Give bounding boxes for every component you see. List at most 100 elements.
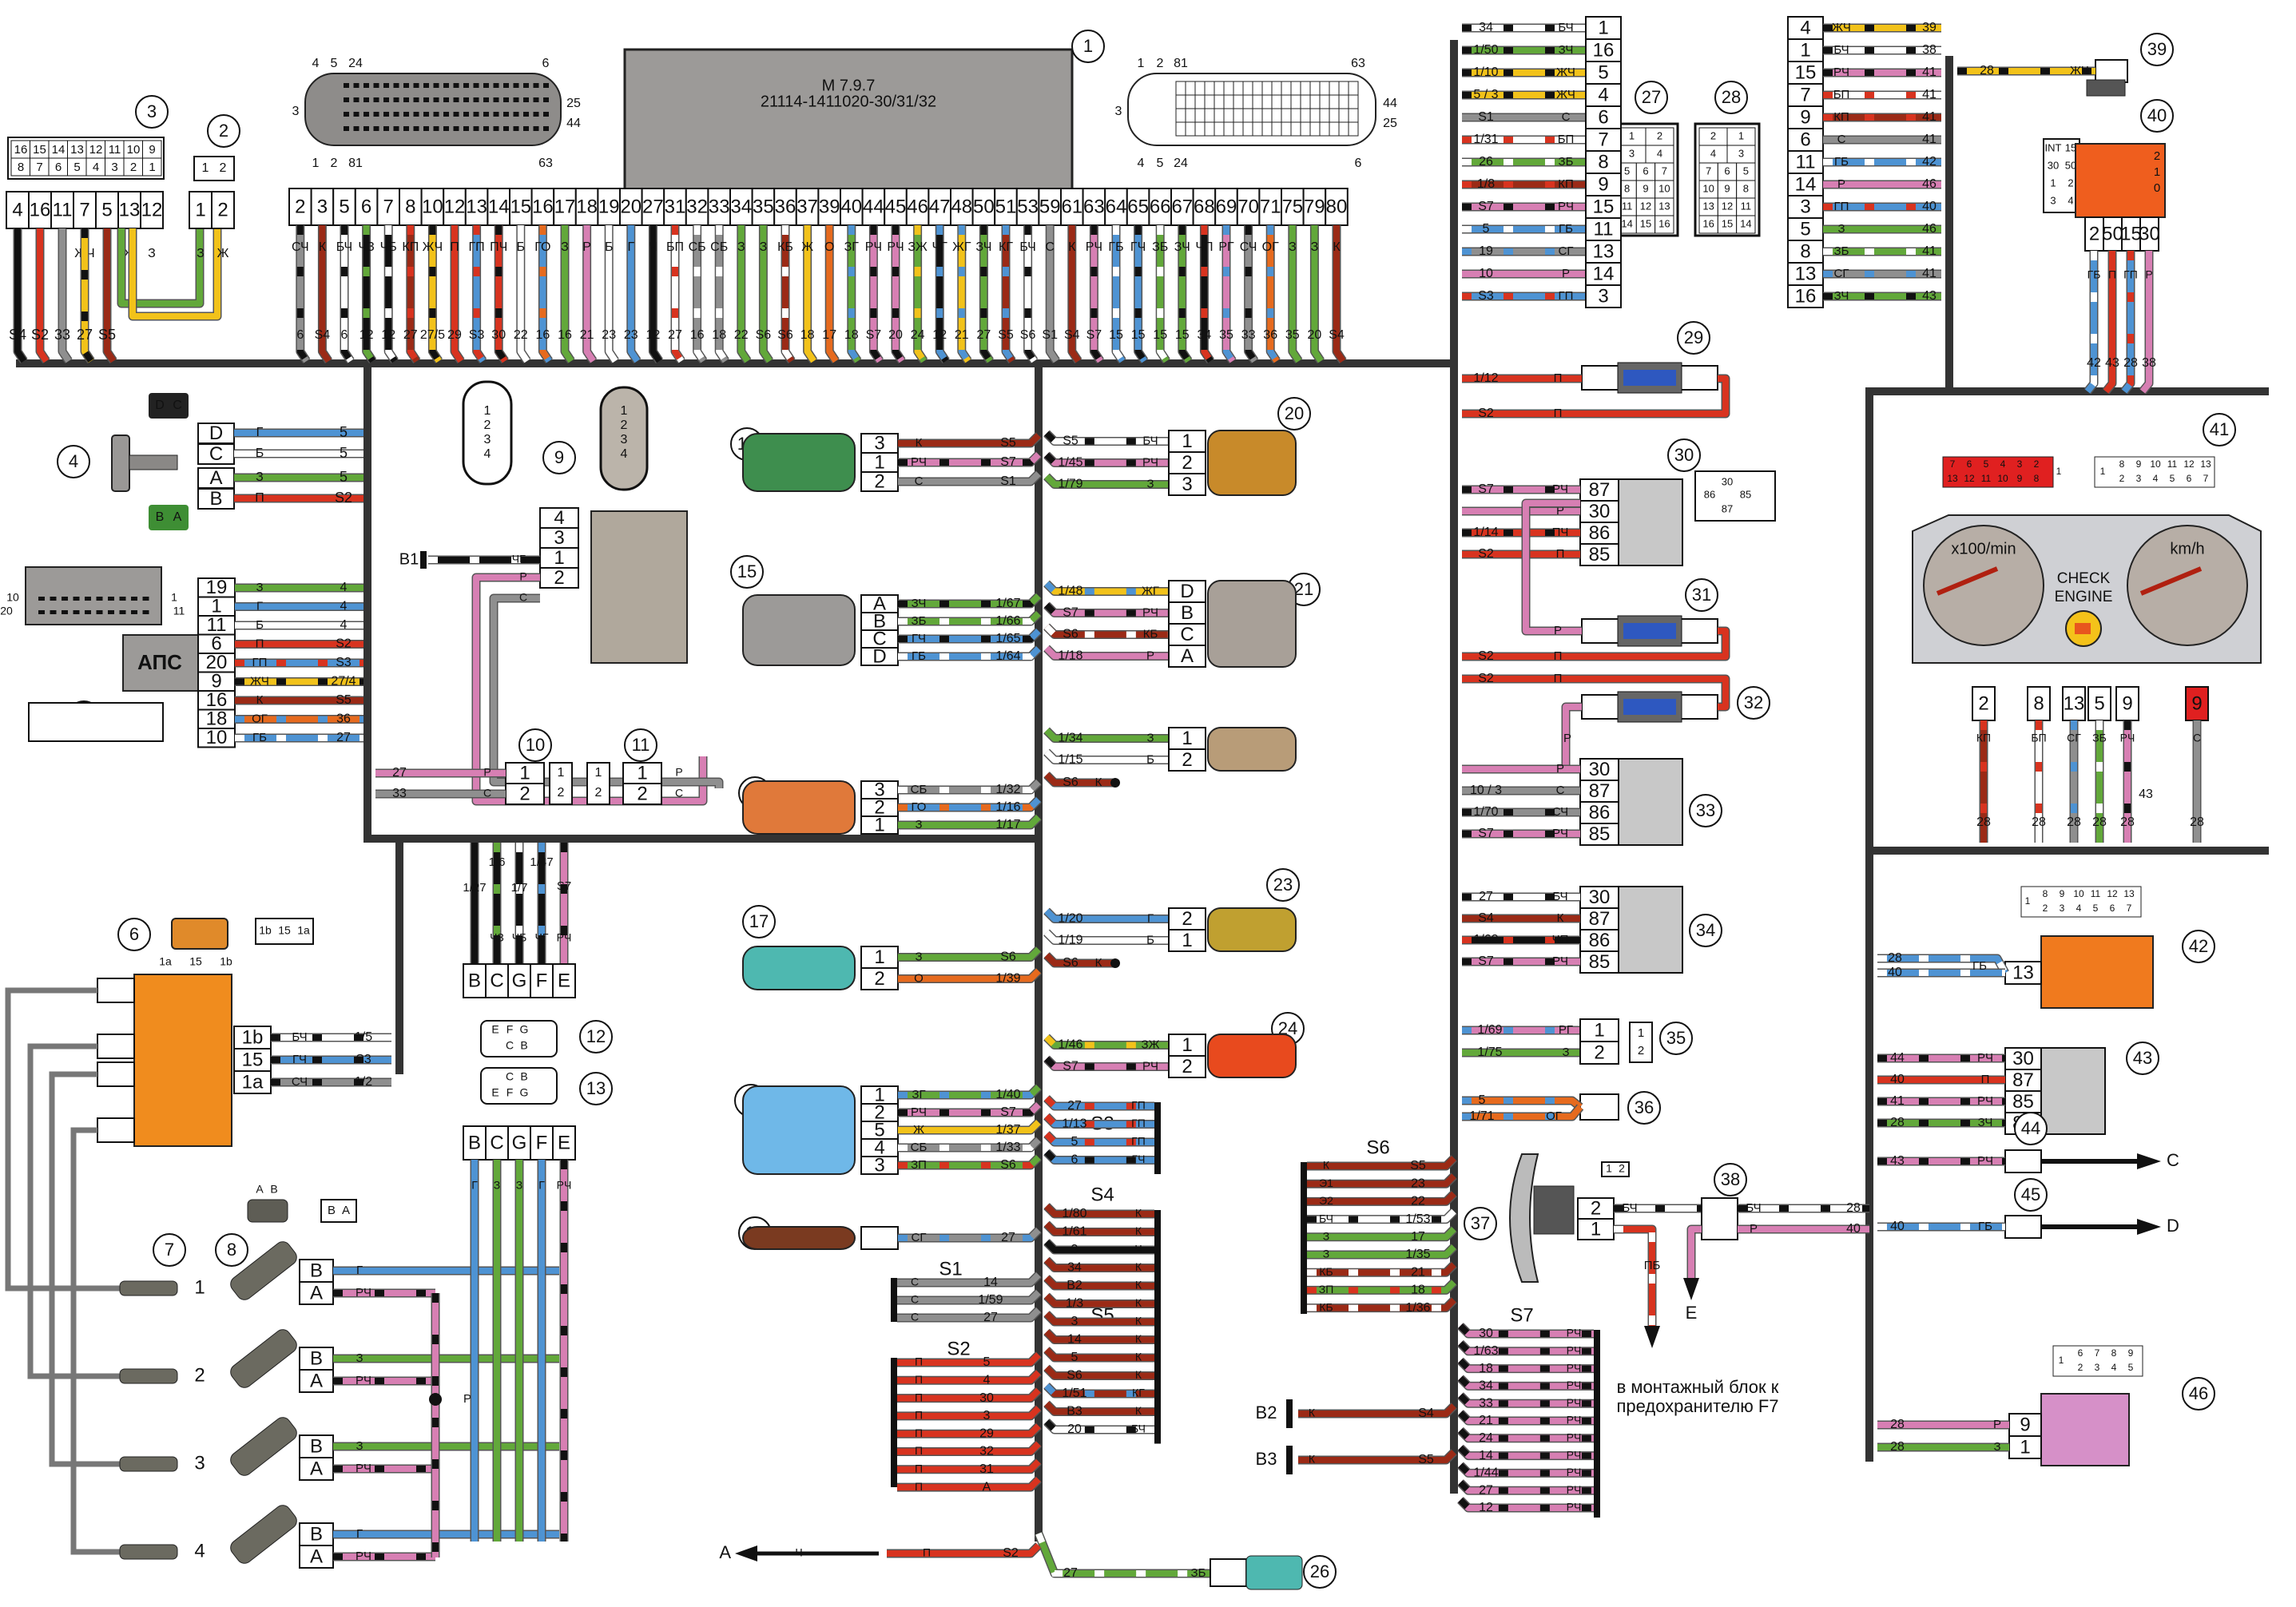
wire-stripe xyxy=(1044,1034,1169,1049)
pin-number: 1 xyxy=(2020,1436,2030,1458)
connector-pin-dot xyxy=(108,610,114,614)
wire-destination-label: 15 xyxy=(1131,328,1146,342)
wire-color-label: З xyxy=(148,247,156,260)
wire-color-label: О xyxy=(824,240,834,254)
wire-destination-label: 46 xyxy=(1922,222,1937,236)
splice-bar-s5 xyxy=(1154,1318,1161,1444)
pin-box xyxy=(1787,105,1824,129)
comp13-pin: C xyxy=(485,1125,509,1161)
socket-cell-label: 1 xyxy=(149,161,155,174)
wire-stripe xyxy=(2121,251,2134,394)
sensor-wire xyxy=(898,779,1042,795)
wire-color-label: БЧ xyxy=(1319,1212,1333,1224)
pin-number: G xyxy=(512,970,527,991)
wire-source-label: 34 xyxy=(1479,1379,1493,1393)
pin-number: 4 xyxy=(1800,17,1810,38)
wire-core xyxy=(517,225,530,363)
wire-destination-label: 28 xyxy=(2190,815,2204,829)
wire-source-label: 1/12 xyxy=(1473,371,1498,385)
wire-core xyxy=(1044,772,1114,786)
pump-connector-a xyxy=(462,380,513,486)
ecu-pin: 19 xyxy=(597,188,622,226)
wire-stripe xyxy=(898,1155,1041,1169)
wire-color-label: Б xyxy=(256,618,264,632)
relay-30-pin: 86 xyxy=(1579,522,1619,545)
wire-core xyxy=(1044,728,1169,742)
sensor-body xyxy=(742,594,856,666)
engine-glyph xyxy=(2075,623,2091,634)
ecu-pin: 31 xyxy=(663,188,687,226)
ecu-pin: 50 xyxy=(971,188,996,226)
wire-color-label: С xyxy=(2193,732,2201,744)
conn-cell-label: 8 xyxy=(2119,458,2125,470)
connector-pin-dot xyxy=(403,112,409,117)
wire-core xyxy=(1307,1156,1456,1169)
wire-core xyxy=(897,1423,1041,1438)
comp36-wire xyxy=(1462,1104,1584,1121)
pin-number: 30 xyxy=(1589,759,1611,780)
pin-number: 2 xyxy=(874,968,884,990)
s5-wire xyxy=(1043,1400,1154,1416)
ecu-pin-wire xyxy=(340,225,355,364)
shield-wire xyxy=(1043,772,1114,788)
plug-label: B xyxy=(270,1183,277,1196)
comp42-body xyxy=(2040,935,2154,1009)
conn-cell-label: 13 xyxy=(2123,888,2135,899)
grid-cell-label: 9 xyxy=(1643,182,1648,194)
speedometer-label: km/h xyxy=(2170,540,2204,557)
pin-number: 7 xyxy=(383,196,394,217)
wire-color-label: РЧ xyxy=(2120,732,2135,744)
wire-destination-label: 27 xyxy=(668,328,682,342)
ecu-pin-wire xyxy=(582,225,598,364)
wire-source-label: S2 xyxy=(1478,407,1494,420)
connector-pin-dot xyxy=(38,610,45,614)
plug-label: A xyxy=(173,510,182,524)
diag-pin: 13 xyxy=(117,191,141,229)
wire-color-label: ЖЧ xyxy=(1832,21,1851,34)
spark-plug xyxy=(119,1544,178,1560)
s2-wire xyxy=(897,1422,1042,1438)
s6-wire xyxy=(1307,1261,1457,1277)
connector-pin-dot xyxy=(493,112,499,117)
wire-destination-label: 30 xyxy=(979,1391,994,1405)
pin-box xyxy=(773,188,797,226)
socket-label: A xyxy=(342,1204,350,1217)
connector-pin-dot xyxy=(96,610,103,614)
wire-core xyxy=(887,1543,1041,1557)
spark-plug xyxy=(119,1280,178,1296)
socket-cell-label: 5 xyxy=(73,161,80,174)
wire-color-label: С xyxy=(483,787,491,800)
sensor-pin: 2 xyxy=(1168,451,1206,474)
ecu-pin-wire xyxy=(406,225,421,364)
wire-color-label: С xyxy=(1837,133,1846,146)
ecu-pin: 70 xyxy=(1236,188,1261,226)
wire-destination-label: 21 xyxy=(955,328,969,342)
s5-wire xyxy=(1043,1311,1154,1327)
wire-source-label: 1/46 xyxy=(1058,1038,1082,1052)
ref-circle xyxy=(2182,1377,2215,1411)
wire-color-label: РЧ xyxy=(356,1374,371,1387)
pin-box xyxy=(1214,188,1238,226)
ref-number: 23 xyxy=(1273,875,1293,895)
connector-pin-dot xyxy=(453,83,459,88)
wire-color-label: Ч xyxy=(1134,1243,1142,1256)
connector-pin-dot xyxy=(142,597,149,601)
harness xyxy=(16,40,2269,1542)
conn-cell-label: 1 xyxy=(2100,466,2106,477)
ref-number: 6 xyxy=(129,924,139,944)
pin-number: 5 xyxy=(1800,218,1810,240)
sensor-stem xyxy=(129,454,178,470)
socket-label: 2 xyxy=(558,786,565,800)
wire-stripe xyxy=(693,225,706,363)
pin-number: 8 xyxy=(2033,692,2044,714)
pin-box xyxy=(197,423,235,444)
ecu-pin: 8 xyxy=(399,188,423,226)
wire-color-label: ЧБ xyxy=(512,553,527,565)
pin-number: B xyxy=(310,1260,323,1281)
ecu-pin: 3 xyxy=(310,188,335,226)
j28-pin: 4 xyxy=(1787,16,1824,40)
wire-destination-label: S6 xyxy=(777,328,793,342)
connector-pin-dot xyxy=(533,97,539,102)
conn-cell-label: 9 xyxy=(2060,888,2065,899)
